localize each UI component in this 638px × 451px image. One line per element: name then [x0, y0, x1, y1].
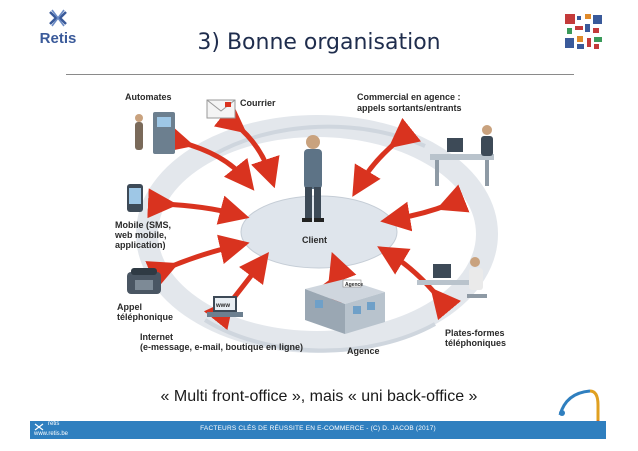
arrow-commercial: [352, 117, 422, 197]
logo-text: Retis: [39, 30, 77, 47]
footer-bar: retis www.retis.be FACTEURS CLÉS DE RÉUS…: [30, 421, 606, 439]
client-label: Client: [302, 235, 327, 245]
atm-kiosk-icon: [135, 112, 175, 154]
label-mobile-line3: application): [115, 240, 166, 250]
flow-ring-arrow-bottom: [203, 318, 436, 353]
label-appel-line1: Appel: [117, 302, 142, 312]
label-courrier: Courrier: [240, 98, 276, 108]
label-automates: Automates: [125, 92, 172, 102]
slide-title: 3) Bonne organisation: [197, 30, 441, 55]
title-divider: [66, 74, 574, 75]
retis-logo-icon: [49, 9, 67, 27]
arrow-plateformes: [377, 246, 462, 321]
label-mobile-line2: web mobile,: [114, 230, 167, 240]
label-internet-line1: Internet: [140, 332, 173, 342]
brand-curve-icon: [556, 385, 606, 427]
footer-url: www.retis.be: [34, 431, 69, 437]
footer-brand: retis www.retis.be: [32, 421, 92, 439]
label-internet-line2: (e-message, e-mail, boutique en ligne): [140, 342, 303, 352]
bank-branch-icon: [305, 279, 385, 334]
arrow-courrier: [213, 102, 280, 189]
label-plates-line1: Plates-formes: [445, 328, 505, 338]
mail-envelope-icon: [206, 99, 236, 119]
call-center-agent-icon: [417, 257, 487, 298]
qr-code-icon: [563, 12, 605, 52]
client-person-icon: [302, 135, 324, 222]
footer-brand-name: retis: [48, 421, 60, 427]
office-desk-icon: [430, 125, 494, 186]
agence-sign-label: Agence: [345, 282, 363, 288]
label-commercial-line2: appels sortants/entrants: [357, 103, 462, 113]
laptop-icon: [207, 296, 243, 317]
label-appel-line2: téléphonique: [117, 312, 173, 322]
label-mobile-line1: Mobile (SMS,: [115, 220, 171, 230]
arrow-appel: [145, 234, 250, 289]
label-commercial-line1: Commercial en agence :: [357, 92, 461, 102]
label-plates-line2: téléphoniques: [445, 338, 506, 348]
multichannel-diagram: Client Automates Courrier: [95, 84, 540, 374]
arrow-mobile: [147, 188, 250, 225]
desk-phone-icon: [127, 268, 161, 294]
mobile-phone-icon: [127, 184, 143, 212]
www-screen-label: www: [215, 303, 230, 309]
slide-subtitle: « Multi front-office », mais « uni back-…: [160, 388, 478, 405]
label-agence: Agence: [347, 346, 380, 356]
arrow-commercial-2: [380, 184, 470, 232]
retis-logo: Retis: [28, 8, 88, 50]
footer-caption: FACTEURS CLÉS DE RÉUSSITE EN E-COMMERCE …: [200, 425, 436, 432]
footer-logo-icon: [34, 423, 44, 431]
